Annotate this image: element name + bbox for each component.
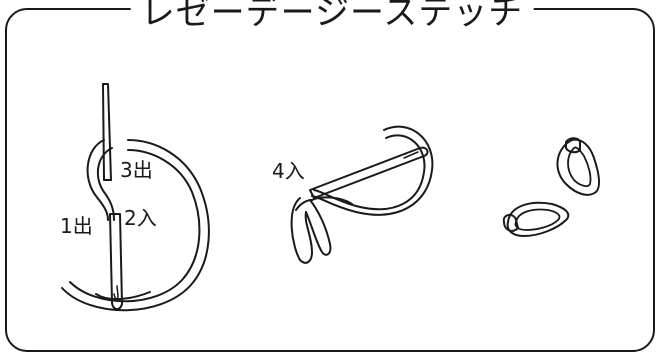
figure-step-1 <box>62 84 209 310</box>
label-step-2: 2入 <box>124 208 157 228</box>
label-step-3: 3出 <box>120 160 153 180</box>
figure-step-2 <box>292 127 433 263</box>
label-step-1: 1出 <box>60 216 93 236</box>
label-step-4: 4入 <box>272 161 305 181</box>
figure-step-3 <box>504 138 599 236</box>
